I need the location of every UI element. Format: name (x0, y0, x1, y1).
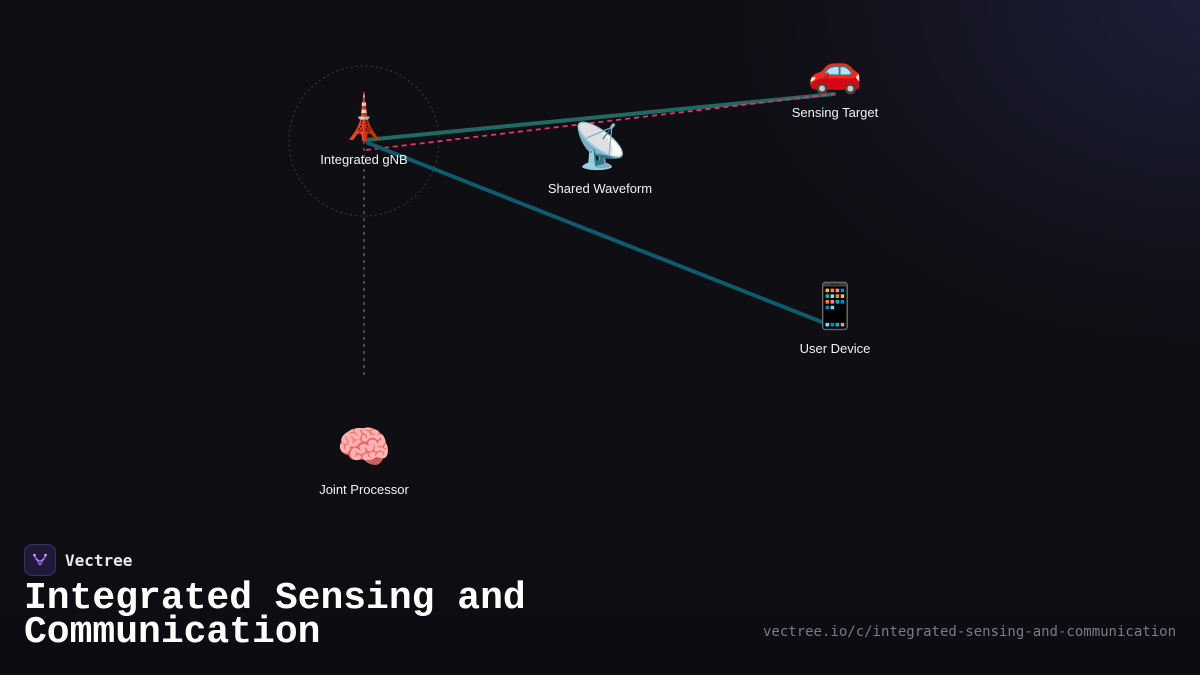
node-label: Integrated gNB (320, 152, 408, 167)
satellite-dish-icon: 📡 (572, 121, 628, 172)
node-integrated-gnb[interactable]: 🗼 Integrated gNB (320, 92, 407, 167)
node-joint-processor[interactable]: 🧠 Joint Processor (319, 422, 409, 497)
node-label: Joint Processor (319, 482, 409, 497)
phone-icon: 📱 (807, 281, 863, 332)
link-gnb-device (366, 141, 834, 328)
link-gnb-target-sensing (365, 93, 835, 151)
node-user-device[interactable]: 📱 User Device (800, 281, 871, 356)
vectree-logo-icon (24, 544, 56, 576)
brain-icon: 🧠 (336, 422, 392, 473)
source-url[interactable]: vectree.io/c/integrated-sensing-and-comm… (762, 624, 1176, 640)
node-shared-waveform[interactable]: 📡 Shared Waveform (548, 121, 652, 196)
tower-icon: 🗼 (336, 92, 392, 143)
car-icon: 🚗 (807, 45, 863, 96)
node-label: Shared Waveform (547, 181, 653, 196)
brand-name: Vectree (65, 550, 133, 570)
page-title: Integrated Sensing and Communication (24, 577, 526, 654)
node-label: User Device (799, 341, 871, 356)
link-gnb-target-comm (364, 92, 836, 142)
brand[interactable]: Vectree (24, 544, 132, 576)
node-label: Sensing Target (791, 105, 879, 120)
node-sensing-target[interactable]: 🚗 Sensing Target (792, 45, 879, 120)
